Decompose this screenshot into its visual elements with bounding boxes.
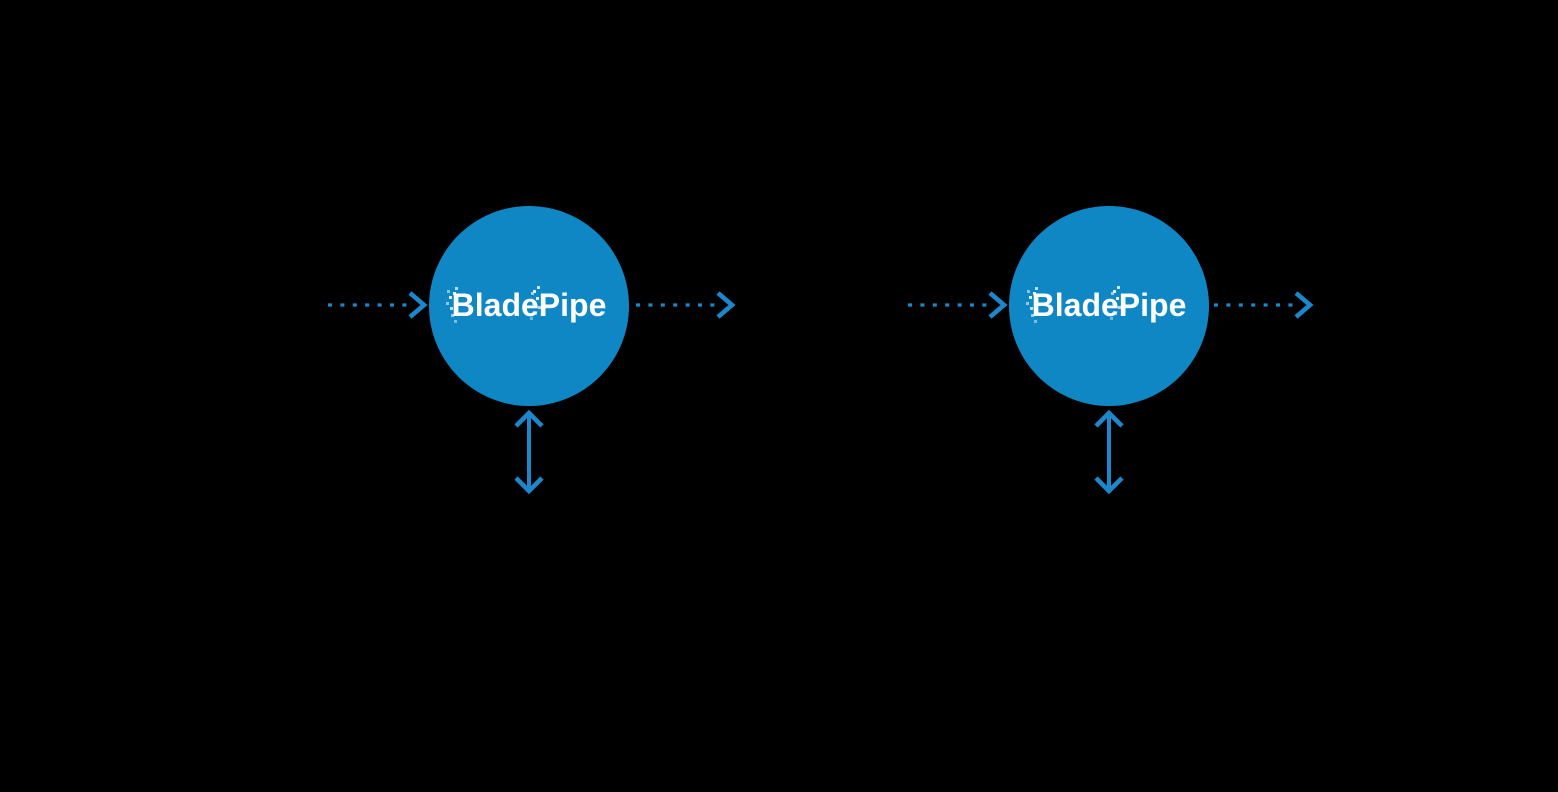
double-arrow-vertical-icon <box>511 409 547 495</box>
bladepipe-logo-left: BladePipe <box>429 206 629 406</box>
dotted-arrow-right-icon <box>326 290 428 320</box>
bladepipe-logo-right: BladePipe <box>1009 206 1209 406</box>
bladepipe-logo-text: BladePipe <box>451 286 607 323</box>
dotted-arrow-right-icon <box>1212 290 1314 320</box>
bladepipe-node-right <box>1009 206 1209 406</box>
bladepipe-node-left <box>429 206 629 406</box>
dotted-arrow-right-icon <box>906 290 1008 320</box>
double-arrow-vertical-icon <box>1091 409 1127 495</box>
dotted-arrow-right-icon <box>634 290 736 320</box>
bladepipe-logo-text: BladePipe <box>1031 286 1187 323</box>
logo-particles-icon <box>1113 290 1116 293</box>
logo-particles-icon <box>1033 292 1036 295</box>
logo-particles-icon <box>533 290 536 293</box>
logo-particles-icon <box>453 292 456 295</box>
